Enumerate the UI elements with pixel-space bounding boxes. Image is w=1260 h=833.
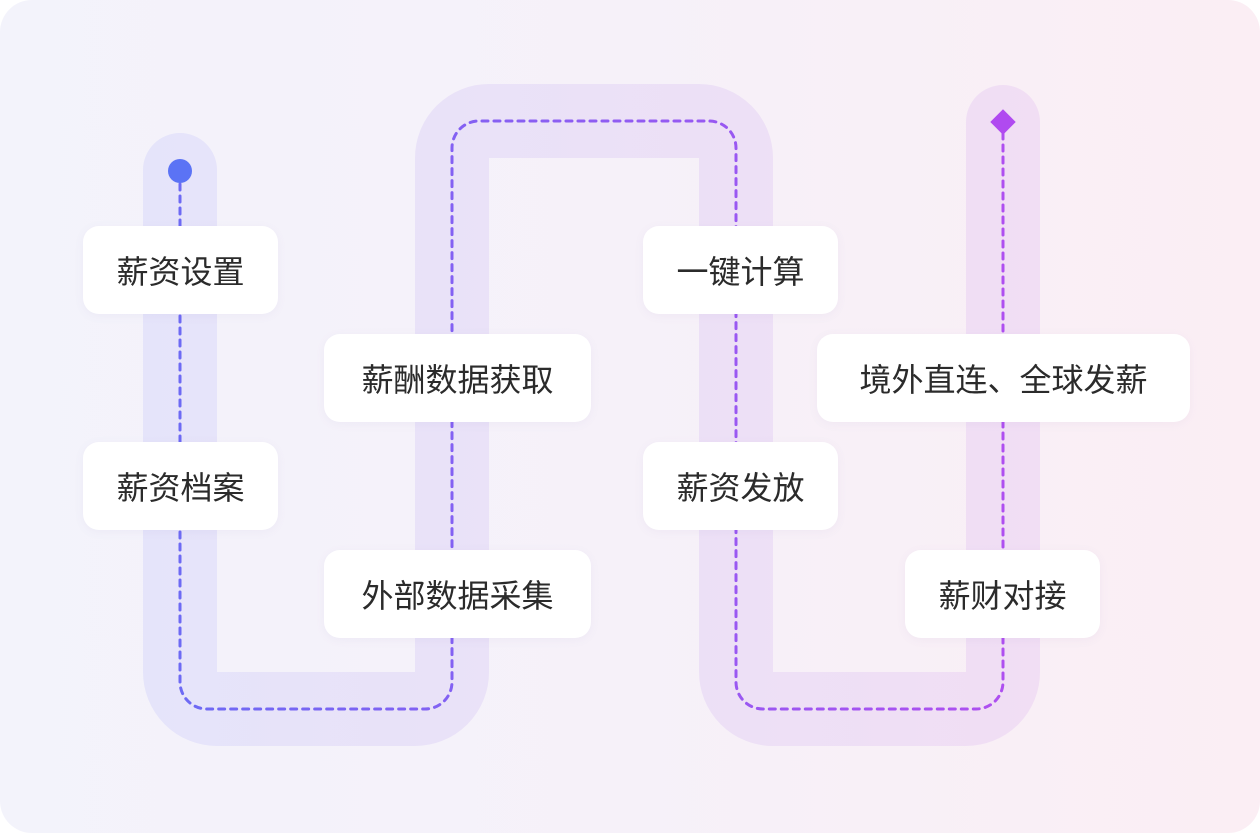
step-label: 薪资发放 — [676, 469, 805, 507]
step-card-one-click-calc[interactable]: 一键计算 — [643, 226, 838, 314]
step-label: 薪资档案 — [116, 469, 245, 507]
step-label: 境外直连、全球发薪 — [859, 361, 1148, 399]
step-label: 薪资设置 — [116, 253, 245, 291]
step-card-finance-integration[interactable]: 薪财对接 — [905, 550, 1100, 638]
step-card-external-data[interactable]: 外部数据采集 — [324, 550, 591, 638]
step-label: 外部数据采集 — [361, 577, 554, 615]
step-card-global-payroll[interactable]: 境外直连、全球发薪 — [817, 334, 1190, 422]
step-label: 一键计算 — [676, 253, 805, 291]
step-label: 薪酬数据获取 — [361, 361, 554, 399]
start-dot-icon — [168, 159, 192, 183]
step-card-salary-payment[interactable]: 薪资发放 — [643, 442, 838, 530]
step-card-salary-settings[interactable]: 薪资设置 — [83, 226, 278, 314]
step-card-salary-archive[interactable]: 薪资档案 — [83, 442, 278, 530]
track-dashed-line — [178, 119, 1005, 711]
end-diamond-icon — [990, 109, 1016, 135]
step-label: 薪财对接 — [938, 577, 1067, 615]
step-card-compensation-data[interactable]: 薪酬数据获取 — [324, 334, 591, 422]
